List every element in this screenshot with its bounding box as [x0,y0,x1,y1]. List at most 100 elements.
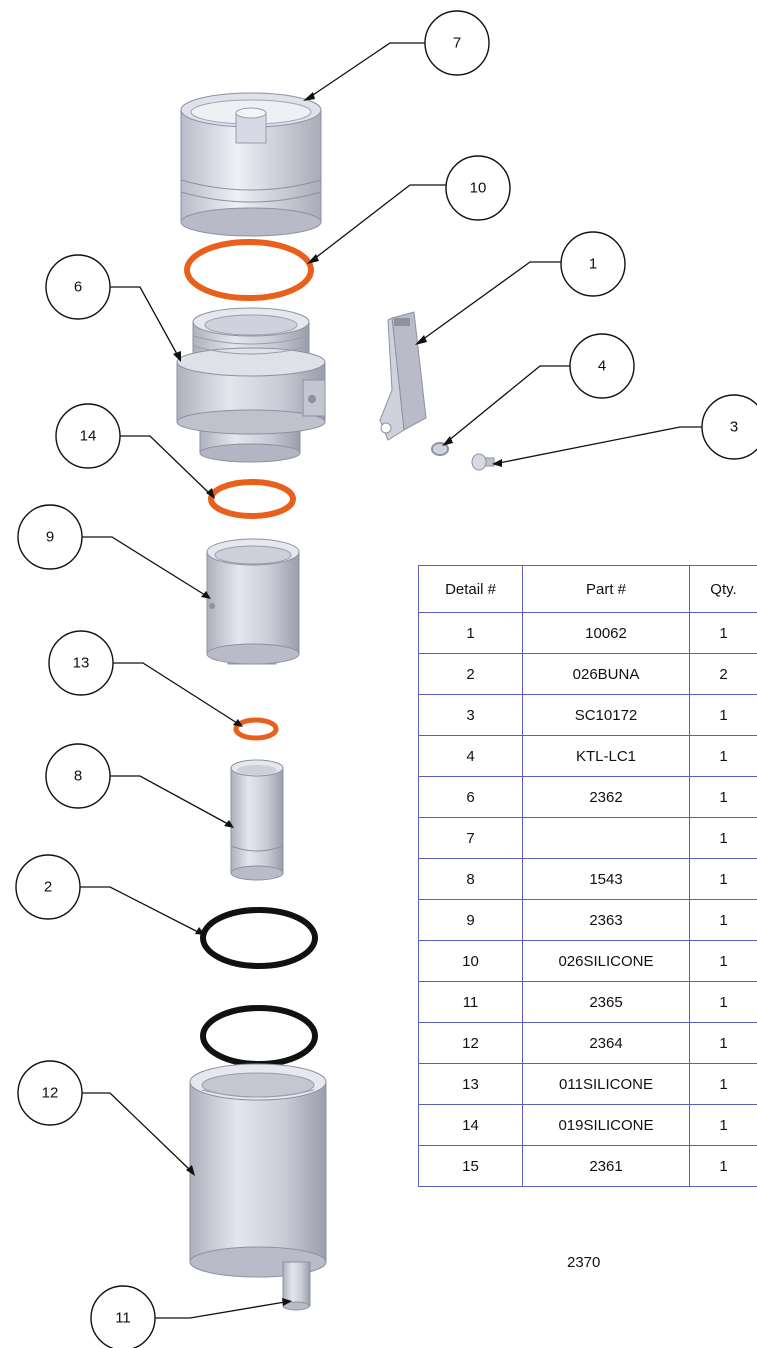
cell-qty: 1 [689,612,757,654]
part-13-oring [233,717,279,741]
cell-part: 019SILICONE [522,1104,690,1146]
header-part: Part # [522,565,690,613]
part-11-fitting [282,1261,311,1311]
svg-text:3: 3 [730,419,738,436]
cell-part: 2362 [522,776,690,818]
part-1-alligator-clip [379,311,427,441]
part-3-screw [471,453,495,471]
cell-part [522,817,690,859]
svg-text:14: 14 [80,428,97,445]
cell-detail: 6 [418,776,523,818]
leader-lines [80,42,702,1319]
svg-text:13: 13 [73,655,90,672]
callout-3: 3 [701,394,757,460]
svg-text:11: 11 [115,1310,131,1327]
cell-qty: 1 [689,817,757,859]
part-4-washer [431,442,449,456]
cell-detail: 10 [418,940,523,982]
part-9-sleeve [206,538,300,665]
cell-qty: 1 [689,1145,757,1187]
callout-9: 9 [17,504,83,570]
cell-part: 1543 [522,858,690,900]
svg-text:6: 6 [74,279,82,296]
cell-detail: 12 [418,1022,523,1064]
svg-text:8: 8 [74,768,82,785]
cell-qty: 1 [689,1104,757,1146]
svg-text:10: 10 [470,180,487,197]
cell-part: SC10172 [522,694,690,736]
part-2-oring-upper [200,907,318,969]
cell-qty: 1 [689,776,757,818]
part-2-oring-lower [200,1005,318,1067]
svg-text:7: 7 [453,35,461,52]
cell-part: KTL-LC1 [522,735,690,777]
callout-13: 13 [48,630,114,696]
cell-qty: 1 [689,1063,757,1105]
callout-2: 2 [15,854,81,920]
cell-detail: 7 [418,817,523,859]
cell-detail: 8 [418,858,523,900]
part-7-cup [180,92,322,237]
cell-qty: 1 [689,858,757,900]
cell-part: 026BUNA [522,653,690,695]
cell-detail: 14 [418,1104,523,1146]
cell-qty: 1 [689,940,757,982]
cell-part: 10062 [522,612,690,654]
cell-detail: 2 [418,653,523,695]
part-14-oring [208,479,296,519]
cell-part: 026SILICONE [522,940,690,982]
svg-text:12: 12 [42,1085,59,1102]
callout-12: 12 [17,1060,83,1126]
cell-part: 2361 [522,1145,690,1187]
callout-10: 10 [445,155,511,221]
cell-part: 011SILICONE [522,1063,690,1105]
cell-detail: 15 [418,1145,523,1187]
callout-8: 8 [45,743,111,809]
cell-detail: 1 [418,612,523,654]
cell-qty: 1 [689,694,757,736]
callout-4: 4 [569,333,635,399]
svg-text:2: 2 [44,879,52,896]
cell-qty: 1 [689,735,757,777]
callout-1: 1 [560,231,626,297]
drawing-number: 2370 [567,1254,601,1271]
part-10-oring [184,239,314,301]
callout-14: 14 [55,403,121,469]
header-qty: Qty. [689,565,757,613]
callout-7: 7 [424,10,490,76]
part-12-housing [189,1063,327,1278]
cell-qty: 2 [689,653,757,695]
cell-detail: 13 [418,1063,523,1105]
table-header-row: Detail # Part # Qty. [418,565,757,613]
part-6-body [176,307,326,463]
cell-qty: 1 [689,981,757,1023]
header-detail: Detail # [418,565,523,613]
cell-qty: 1 [689,899,757,941]
cell-part: 2364 [522,1022,690,1064]
svg-text:9: 9 [46,529,54,546]
callout-6: 6 [45,254,111,320]
cell-detail: 9 [418,899,523,941]
svg-text:1: 1 [589,256,597,273]
cell-part: 2363 [522,899,690,941]
cell-part: 2365 [522,981,690,1023]
part-8-tube [230,759,284,881]
cell-detail: 3 [418,694,523,736]
cell-detail: 4 [418,735,523,777]
